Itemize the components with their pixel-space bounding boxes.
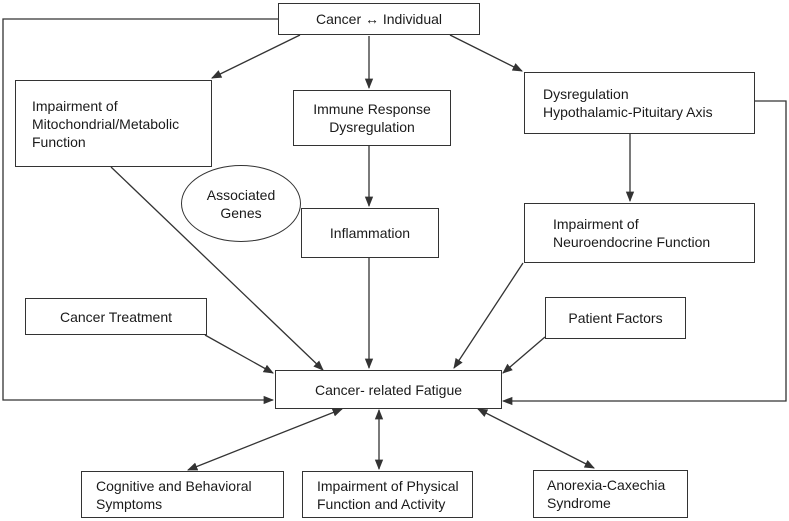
arrow-fatigue-cognitive: [187, 408, 343, 471]
arrow-top-to-mito: [211, 34, 301, 79]
node-physical-function: Impairment of Physical Function and Acti…: [302, 471, 473, 518]
node-cancer-individual: Cancer ↔ Individual: [278, 3, 480, 35]
arrow-top-to-fatigue-left: [2, 18, 278, 405]
node-immune-response-label: Immune Response Dysregulation: [313, 101, 431, 135]
node-mitochondrial-metabolic-label: Impairment of Mitochondrial/Metabolic Fu…: [32, 97, 180, 150]
arrow-fatigue-anorexia: [477, 408, 595, 469]
node-associated-genes-label: Associated Genes: [206, 186, 276, 221]
arrow-treatment-to-fatigue: [204, 334, 274, 374]
node-patient-factors: Patient Factors: [545, 297, 686, 339]
node-inflammation-label: Inflammation: [329, 225, 411, 241]
node-cancer-treatment: Cancer Treatment: [25, 298, 207, 335]
node-cancer-individual-label: Cancer ↔ Individual: [315, 11, 443, 27]
node-immune-response: Immune Response Dysregulation: [293, 90, 451, 146]
node-associated-genes: Associated Genes: [181, 165, 301, 242]
arrow-top-to-hpa: [449, 34, 523, 72]
node-cancer-treatment-label: Cancer Treatment: [59, 308, 173, 325]
node-anorexia-cachexia-label: Anorexia-Caxechia Syndrome: [547, 477, 666, 511]
node-cognitive-behavioral: Cognitive and Behavioral Symptoms: [81, 471, 284, 518]
node-cancer-related-fatigue-label: Cancer- related Fatigue: [314, 381, 463, 398]
node-neuroendocrine-label: Impairment of Neuroendocrine Function: [553, 216, 711, 250]
arrow-neuro-to-fatigue: [453, 262, 524, 369]
arrow-mito-to-fatigue: [110, 166, 324, 371]
node-anorexia-cachexia: Anorexia-Caxechia Syndrome: [533, 470, 688, 518]
arrow-hpa-to-fatigue-right: [501, 100, 787, 406]
node-cancer-related-fatigue: Cancer- related Fatigue: [275, 370, 502, 409]
arrow-patient-to-fatigue: [502, 336, 546, 374]
node-inflammation: Inflammation: [301, 208, 439, 258]
node-neuroendocrine: Impairment of Neuroendocrine Function: [524, 203, 755, 263]
node-hpa-dysregulation: Dysregulation Hypothalamic-Pituitary Axi…: [524, 72, 755, 134]
node-physical-function-label: Impairment of Physical Function and Acti…: [317, 477, 459, 512]
node-mitochondrial-metabolic: Impairment of Mitochondrial/Metabolic Fu…: [15, 80, 212, 167]
node-hpa-dysregulation-label: Dysregulation Hypothalamic-Pituitary Axi…: [543, 86, 713, 120]
node-patient-factors-label: Patient Factors: [568, 310, 663, 326]
node-cognitive-behavioral-label: Cognitive and Behavioral Symptoms: [96, 477, 252, 512]
